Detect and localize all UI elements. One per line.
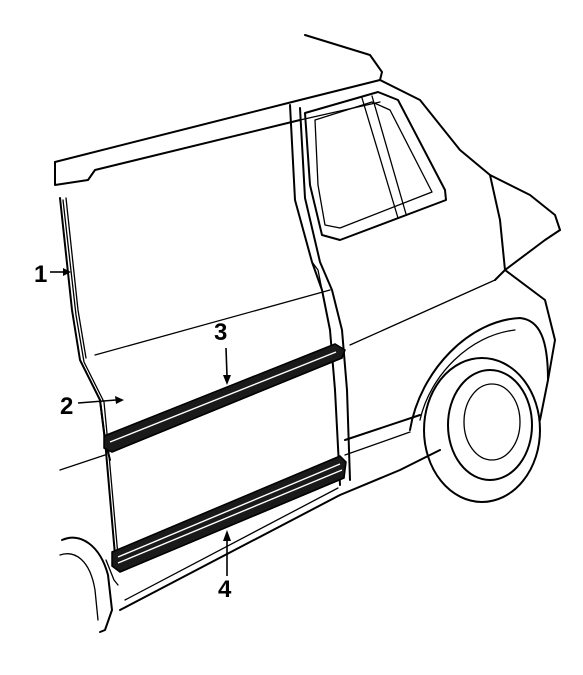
callout-4-label: 4	[218, 576, 232, 603]
callout-1: 1	[34, 261, 71, 288]
front-door	[289, 91, 447, 486]
callout-3: 3	[214, 319, 231, 385]
lower-rocker-molding	[105, 455, 347, 586]
door-weatherstrip	[62, 199, 119, 557]
callout-3-label: 3	[214, 319, 227, 346]
callout-4: 4	[218, 530, 232, 603]
front-wheel	[423, 357, 541, 503]
upper-body-side-molding	[103, 343, 346, 453]
callout-2-label: 2	[60, 393, 73, 420]
callout-2: 2	[60, 393, 124, 420]
van-body	[54, 34, 561, 633]
callout-1-label: 1	[34, 261, 47, 288]
